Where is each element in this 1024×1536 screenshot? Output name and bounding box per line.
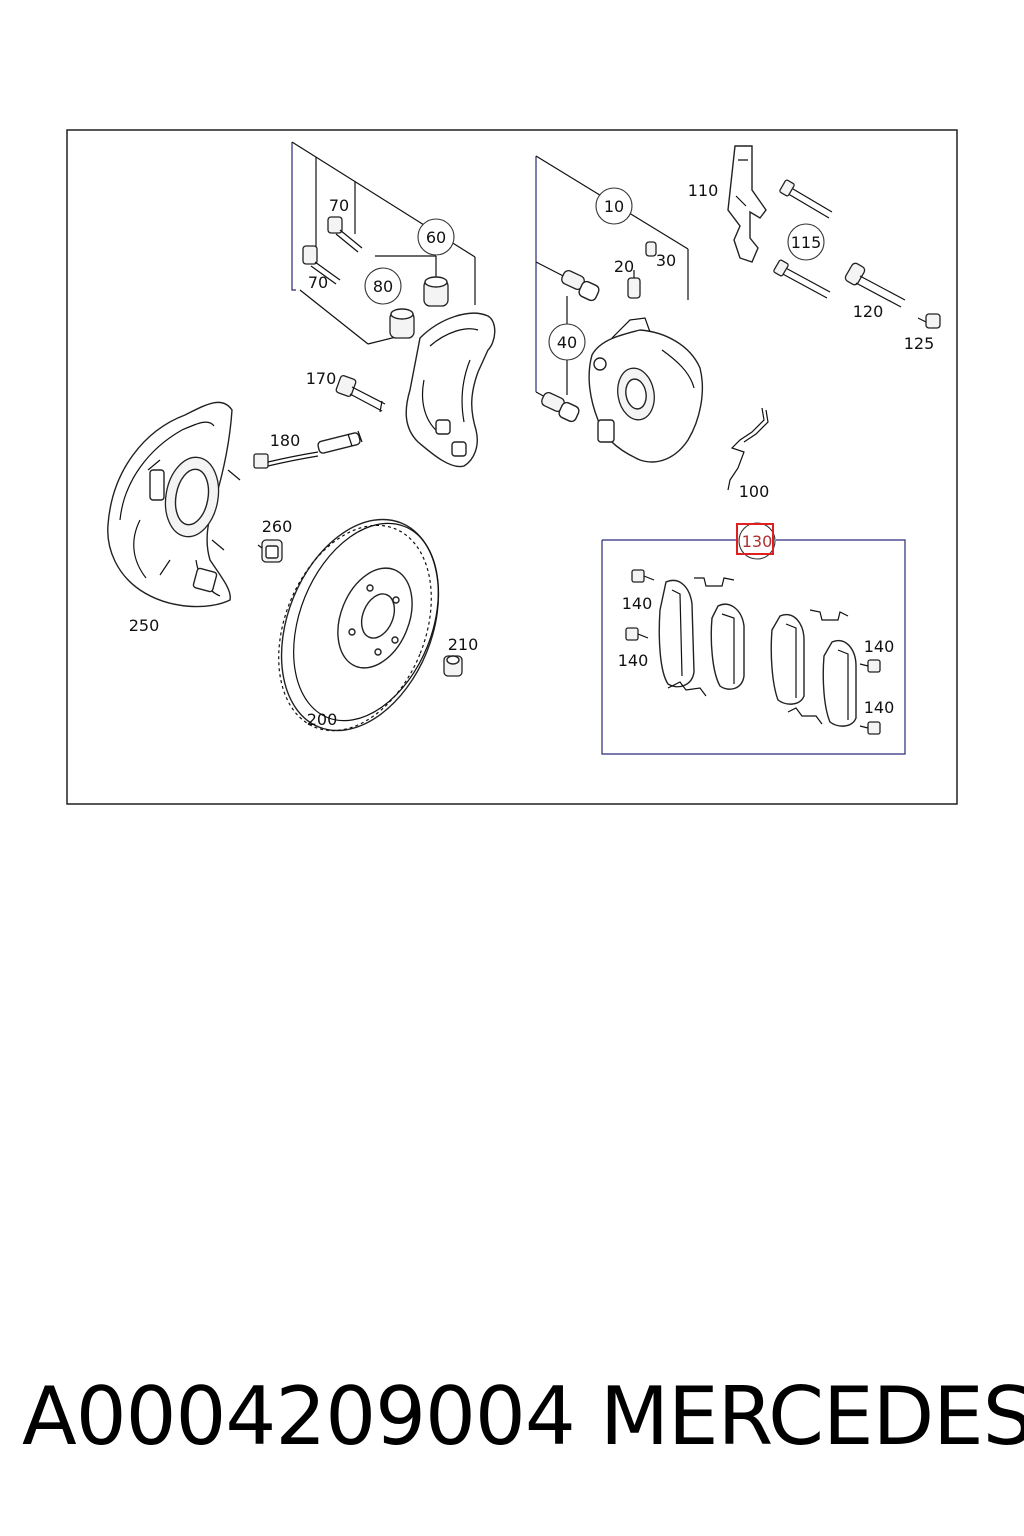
- callout-circle-115: [787, 223, 825, 261]
- bolt-70-lower-part: [302, 245, 341, 285]
- bushing-80-part: [389, 276, 449, 339]
- nut-210-part: [443, 655, 463, 677]
- brake-disc-part: [278, 518, 440, 732]
- pad-clips-part: [667, 577, 849, 725]
- guide-bolt-120-part: [844, 262, 906, 308]
- spring-clip-110-part: [727, 145, 767, 263]
- callout-circle-40: [548, 323, 586, 361]
- brake-pad-right-outer-part: [770, 613, 805, 705]
- bolt-70-upper-part: [327, 216, 363, 253]
- label-140-c: 140: [864, 637, 895, 656]
- label-60: 60: [426, 228, 446, 247]
- label-170: 170: [306, 369, 337, 388]
- part-number: A0004209004: [22, 1370, 576, 1463]
- label-115: 115: [791, 233, 822, 252]
- brake-pad-left-inner-part: [710, 603, 745, 690]
- bolt-125-part: [917, 313, 941, 329]
- bolt-170-part: [335, 375, 386, 413]
- label-70-upper: 70: [329, 196, 349, 215]
- wear-sensor-part: [253, 430, 363, 469]
- label-70-lower: 70: [308, 273, 328, 292]
- pad-set-group: [601, 539, 906, 755]
- guide-pin-40-lower-part: [541, 392, 580, 423]
- label-10: 10: [604, 197, 624, 216]
- guide-pin-40-upper-part: [561, 270, 600, 302]
- bolt-140-part: [625, 569, 881, 735]
- label-40: 40: [557, 333, 577, 352]
- callout-circle-60: [417, 218, 455, 256]
- label-120: 120: [853, 302, 884, 321]
- label-100: 100: [739, 482, 770, 501]
- caliper-carrier-part: [405, 312, 496, 468]
- brand-name: MERCEDES: [600, 1370, 1024, 1463]
- label-130: 130: [742, 532, 773, 551]
- label-140-d: 140: [864, 698, 895, 717]
- caliper-housing-part: [588, 317, 703, 463]
- label-20: 20: [614, 257, 634, 276]
- label-250: 250: [129, 616, 160, 635]
- label-125: 125: [904, 334, 935, 353]
- label-80: 80: [373, 277, 393, 296]
- dust-shield-part: [107, 401, 241, 608]
- wire-spring-100-part: [727, 407, 769, 491]
- brake-pad-right-inner-part: [822, 639, 857, 727]
- caption: A0004209004 MERCEDES: [0, 1370, 1024, 1480]
- callout-circle-10: [595, 187, 633, 225]
- bolt-260-part: [257, 539, 283, 563]
- highlight-box-130: [736, 523, 774, 555]
- bleed-screw-part: [627, 241, 657, 299]
- label-140-a: 140: [622, 594, 653, 613]
- label-260: 260: [262, 517, 293, 536]
- label-30: 30: [656, 251, 676, 270]
- callout-circle-80: [364, 267, 402, 305]
- brake-pad-left-outer-part: [658, 579, 695, 688]
- label-180: 180: [270, 431, 301, 450]
- label-200: 200: [307, 710, 338, 729]
- pin-115-lower-part: [773, 259, 831, 299]
- exploded-parts-diagram: 10 20 30 40 60 70 70 80 100 110 115 120 …: [66, 129, 958, 805]
- label-140-b: 140: [618, 651, 649, 670]
- diagram-frame: [66, 129, 958, 805]
- pin-115-upper-part: [779, 179, 833, 219]
- label-210: 210: [448, 635, 479, 654]
- label-110: 110: [688, 181, 719, 200]
